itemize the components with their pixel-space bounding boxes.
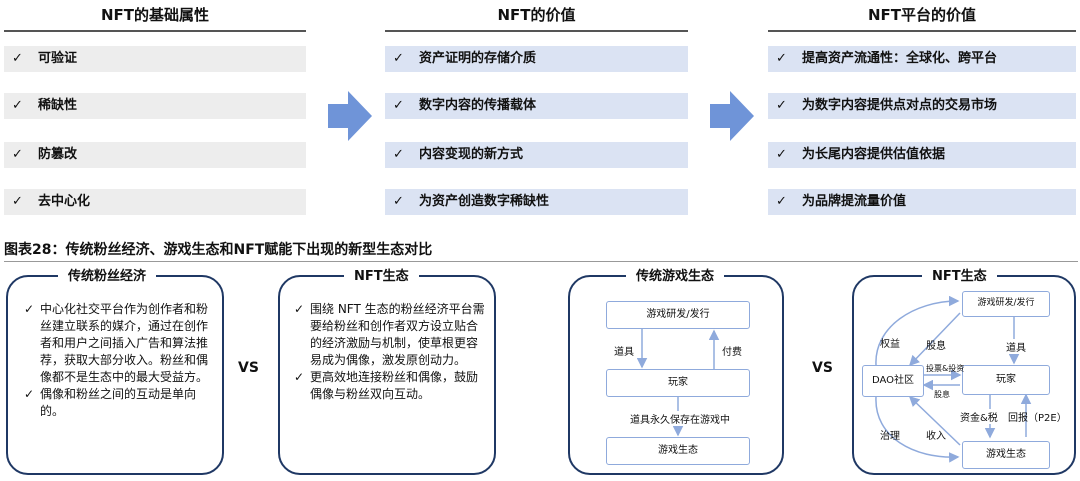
label-dividend: 股息 (926, 341, 946, 352)
bullet-text: 围绕 NFT 生态的粉丝经济平台需要给粉丝和创作者双方设立贴合的经济激励与机制，… (310, 302, 485, 367)
label-props: 道具 (1006, 339, 1026, 354)
label-fund-tax: 资金&税 (960, 409, 998, 424)
box-game-eco: 游戏生态 (606, 437, 750, 465)
list-item: ✓ 提高资产流通性：全球化、跨平台 (768, 46, 1076, 72)
bullet-item: ✓ 中心化社交平台作为创作者和粉丝建立联系的媒介，通过在创作者和用户之间插入广告和… (24, 301, 214, 386)
bullet-item: ✓ 更高效地连接粉丝和偶像，鼓励偶像与粉丝双向互动。 (294, 369, 488, 403)
bullet-item: ✓ 偶像和粉丝之间的互动是单向的。 (24, 386, 214, 420)
box-game-dev: 游戏研发/发行 (606, 301, 750, 329)
list-item: ✓ 为资产创造数字稀缺性 (385, 189, 688, 215)
check-icon: ✓ (776, 147, 787, 162)
panel-fan-traditional: 传统粉丝经济 ✓ 中心化社交平台作为创作者和粉丝建立联系的媒介，通过在创作者和用户… (6, 268, 224, 475)
item-label: 数字内容的传播载体 (419, 98, 537, 113)
vs-label: VS (238, 360, 259, 376)
check-icon: ✓ (12, 98, 23, 113)
check-icon: ✓ (12, 147, 23, 162)
check-icon: ✓ (393, 147, 404, 162)
check-icon: ✓ (24, 387, 35, 401)
check-icon: ✓ (24, 302, 35, 316)
check-icon: ✓ (12, 51, 23, 66)
list-item: ✓ 为数字内容提供点对点的交易市场 (768, 93, 1076, 119)
vs-label: VS (812, 360, 833, 376)
item-label: 为品牌提流量价值 (802, 194, 907, 209)
bullet-text: 中心化社交平台作为创作者和粉丝建立联系的媒介，通过在创作者和用户之间插入广告和算… (40, 302, 209, 384)
label-props: 道具 (614, 347, 634, 358)
item-label: 去中心化 (38, 194, 91, 209)
label-pay: 付费 (722, 347, 742, 358)
column-title-platform: NFT平台的价值 (768, 0, 1076, 32)
check-icon: ✓ (393, 98, 404, 113)
check-icon: ✓ (776, 98, 787, 113)
label-dividend2: 股息 (934, 390, 950, 399)
figure-title: 图表28：传统粉丝经济、游戏生态和NFT赋能下出现的新型生态对比 (4, 239, 1078, 262)
label-stay: 道具永久保存在游戏中 (628, 411, 732, 426)
arrow-right-icon (710, 91, 754, 141)
item-label: 内容变现的新方式 (419, 147, 524, 162)
item-label: 为长尾内容提供估值依据 (802, 147, 946, 162)
label-rights: 权益 (880, 339, 900, 350)
item-label: 提高资产流通性：全球化、跨平台 (802, 51, 998, 66)
list-item: ✓ 数字内容的传播载体 (385, 93, 688, 119)
check-icon: ✓ (294, 302, 305, 316)
panel-title: 传统粉丝经济 (58, 268, 157, 286)
check-icon: ✓ (12, 194, 23, 209)
list-item: ✓ 稀缺性 (4, 93, 306, 119)
list-item: ✓ 为长尾内容提供估值依据 (768, 142, 1076, 168)
arrow-right-icon (328, 91, 372, 141)
check-icon: ✓ (294, 370, 305, 384)
column-title-value: NFT的价值 (385, 0, 688, 32)
list-item: ✓ 资产证明的存储介质 (385, 46, 688, 72)
bullet-text: 更高效地连接粉丝和偶像，鼓励偶像与粉丝双向互动。 (310, 370, 479, 401)
column-title-basic: NFT的基础属性 (4, 0, 306, 32)
bullet-list: ✓ 围绕 NFT 生态的粉丝经济平台需要给粉丝和创作者双方设立贴合的经济激励与机制… (294, 301, 488, 403)
box-player: 玩家 (606, 369, 750, 397)
item-label: 为数字内容提供点对点的交易市场 (802, 98, 998, 113)
item-label: 防篡改 (38, 147, 78, 162)
box-game-eco: 游戏生态 (962, 441, 1050, 469)
box-dao: DAO社区 (862, 365, 924, 397)
bullet-text: 偶像和粉丝之间的互动是单向的。 (40, 387, 197, 418)
list-item: ✓ 防篡改 (4, 142, 306, 168)
label-reward: 回报（P2E） (1008, 413, 1067, 424)
list-item: ✓ 去中心化 (4, 189, 306, 215)
bullet-list: ✓ 中心化社交平台作为创作者和粉丝建立联系的媒介，通过在创作者和用户之间插入广告和… (24, 301, 214, 420)
panel-title: 传统游戏生态 (626, 268, 725, 286)
list-item: ✓ 内容变现的新方式 (385, 142, 688, 168)
item-label: 为资产创造数字稀缺性 (419, 194, 550, 209)
panel-title: NFT生态 (344, 268, 419, 286)
item-label: 稀缺性 (38, 98, 78, 113)
panel-fan-nft: NFT生态 ✓ 围绕 NFT 生态的粉丝经济平台需要给粉丝和创作者双方设立贴合的经… (278, 268, 496, 475)
check-icon: ✓ (393, 51, 404, 66)
check-icon: ✓ (393, 194, 404, 209)
item-label: 资产证明的存储介质 (419, 51, 537, 66)
label-vote: 投票&投资 (926, 364, 965, 373)
label-govern: 治理 (880, 431, 900, 442)
label-income: 收入 (926, 431, 946, 442)
check-icon: ✓ (776, 194, 787, 209)
panel-game-nft: NFT生态 游戏研发/发行 DAO社区 玩家 游戏生态 权益 股息 道具 投票&… (852, 268, 1076, 475)
check-icon: ✓ (776, 51, 787, 66)
list-item: ✓ 为品牌提流量价值 (768, 189, 1076, 215)
box-game-dev: 游戏研发/发行 (962, 291, 1050, 317)
item-label: 可验证 (38, 51, 78, 66)
list-item: ✓ 可验证 (4, 46, 306, 72)
panel-title: NFT生态 (922, 268, 997, 286)
panel-game-traditional: 传统游戏生态 游戏研发/发行 玩家 游戏生态 道具 付费 道具永久保存在游戏中 (568, 268, 784, 475)
box-player: 玩家 (962, 365, 1050, 395)
bullet-item: ✓ 围绕 NFT 生态的粉丝经济平台需要给粉丝和创作者双方设立贴合的经济激励与机制… (294, 301, 488, 369)
